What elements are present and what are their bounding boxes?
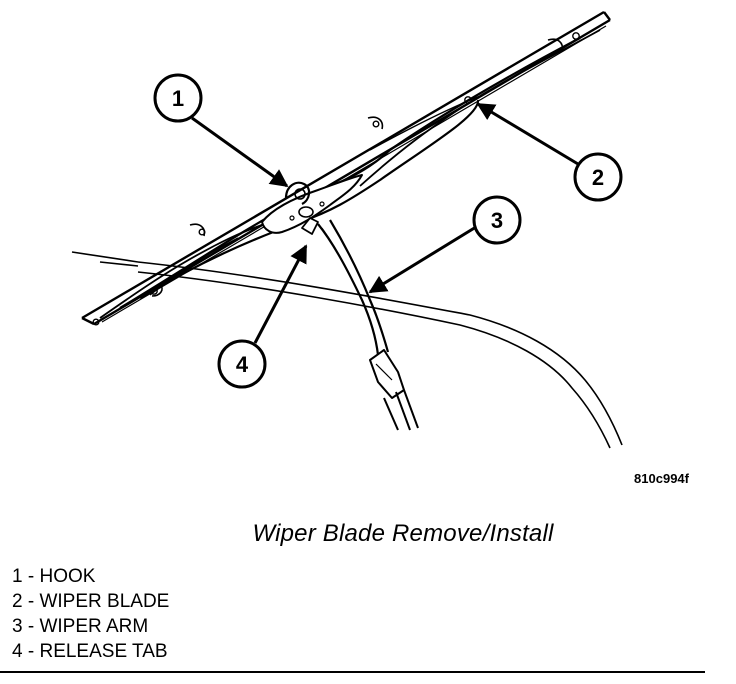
leader-wiper-blade: [476, 102, 579, 166]
wiper-blade: [81, 10, 611, 326]
wiper-blade-illustration: 1 2 3 4 810c994f: [71, 10, 690, 486]
bottom-divider: [0, 671, 705, 673]
callout-4: 4: [217, 339, 267, 389]
wiper-arm: [317, 219, 419, 431]
callout-2: 2: [573, 152, 623, 202]
blade-center-mount: [261, 174, 363, 235]
callout-circle: [153, 73, 203, 123]
legend-item: 4 - RELEASE TAB: [12, 641, 168, 662]
callout-3: 3: [472, 195, 522, 245]
leader-wiper-arm: [368, 225, 477, 294]
figure-caption: Wiper Blade Remove/Install: [252, 520, 554, 547]
legend-label: WIPER BLADE: [39, 591, 170, 612]
callout-number: 3: [491, 208, 503, 233]
callout-1: 1: [153, 73, 203, 123]
legend-list: 1 - HOOK 2 - WIPER BLADE 3 - WIPER ARM 4…: [12, 564, 169, 664]
legend-number: 1: [12, 566, 23, 587]
legend-label: WIPER ARM: [39, 616, 149, 637]
callout-number: 1: [172, 86, 184, 111]
legend-label: RELEASE TAB: [39, 641, 168, 662]
leader-hook: [191, 116, 289, 188]
legend-item: 2 - WIPER BLADE: [12, 591, 170, 612]
callout-circle: [573, 152, 623, 202]
callout-number: 4: [236, 352, 249, 377]
callout-circle: [217, 339, 267, 389]
legend-number: 2: [12, 591, 23, 612]
release-tab: [301, 217, 319, 235]
leader-release-tab: [253, 244, 308, 344]
callout-circle: [472, 195, 522, 245]
legend-label: HOOK: [39, 566, 96, 587]
legend-item: 1 - HOOK: [12, 566, 96, 587]
legend-number: 3: [12, 616, 23, 637]
callout-leaders: [191, 102, 579, 344]
hood-edge-lines: [71, 251, 623, 449]
hook: [284, 181, 311, 205]
figure-code: 810c994f: [634, 471, 690, 486]
legend-item: 3 - WIPER ARM: [12, 616, 149, 637]
callout-number: 2: [592, 165, 604, 190]
legend-number: 4: [12, 641, 23, 662]
